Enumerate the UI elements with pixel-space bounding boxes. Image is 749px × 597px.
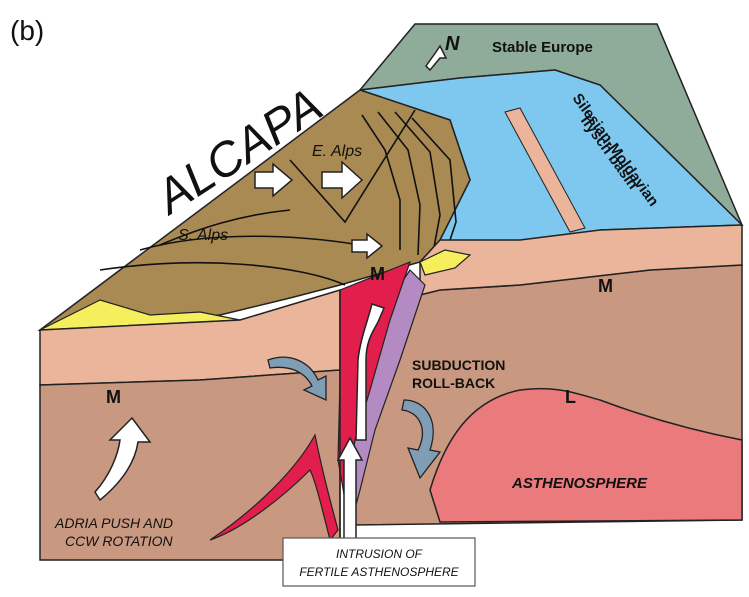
lithosphere-marker: L	[565, 387, 576, 407]
stable-europe-label: Stable Europe	[492, 39, 593, 56]
rollback-label-line1: SUBDUCTION	[412, 357, 505, 373]
rollback-label-line2: ROLL-BACK	[412, 375, 495, 391]
moho-marker-right: M	[598, 276, 613, 296]
e-alps-label: E. Alps	[312, 143, 362, 160]
intrusion-label-line1: INTRUSION OF	[336, 547, 423, 561]
intrusion-label-line2: FERTILE ASTHENOSPHERE	[299, 565, 459, 579]
moho-marker-left: M	[106, 387, 121, 407]
s-alps-label: S. Alps	[178, 227, 228, 244]
moho-marker-center: M	[370, 264, 385, 284]
panel-label: (b)	[10, 15, 44, 46]
adria-label-line2: CCW ROTATION	[65, 533, 173, 549]
asthenosphere-label: ASTHENOSPHERE	[511, 475, 648, 492]
adria-label-line1: ADRIA PUSH AND	[54, 515, 173, 531]
north-label: N	[445, 33, 460, 55]
